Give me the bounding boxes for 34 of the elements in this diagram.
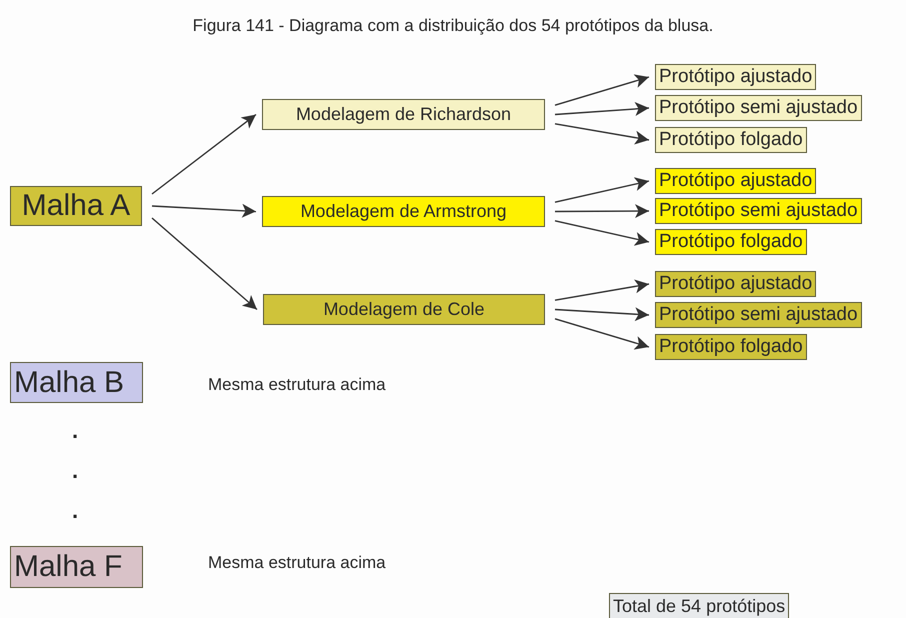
- arrow: [555, 204, 649, 218]
- fabric-box: Malha F: [10, 546, 143, 588]
- ellipsis-dot: .: [72, 458, 78, 484]
- arrow: [554, 220, 650, 246]
- ellipsis-dot: .: [72, 498, 78, 524]
- note-text: Mesma estrutura acima: [208, 375, 386, 395]
- arrow: [554, 123, 650, 145]
- arrow: [152, 217, 258, 310]
- prototype-box: Protótipo ajustado: [655, 168, 816, 194]
- prototype-box: Protótipo semi ajustado: [655, 198, 862, 224]
- pattern-box: Modelagem de Richardson: [262, 99, 545, 130]
- arrow: [554, 279, 650, 301]
- arrow: [554, 307, 650, 322]
- pattern-box: Modelagem de Armstrong: [262, 196, 545, 227]
- arrow: [554, 318, 650, 350]
- prototype-box: Protótipo folgado: [655, 127, 807, 153]
- arrow: [554, 177, 650, 203]
- arrow: [152, 204, 256, 218]
- pattern-box: Modelagem de Cole: [263, 294, 545, 325]
- arrow: [554, 74, 650, 106]
- fabric-box: Malha A: [10, 186, 142, 226]
- prototype-box: Protótipo semi ajustado: [655, 95, 862, 121]
- arrow: [554, 102, 650, 116]
- prototype-box: Protótipo folgado: [655, 334, 807, 360]
- prototype-box: Protótipo folgado: [655, 229, 807, 255]
- prototype-box: Protótipo semi ajustado: [655, 302, 862, 328]
- prototype-box: Protótipo ajustado: [655, 64, 816, 90]
- prototype-box: Protótipo ajustado: [655, 271, 816, 297]
- total-box: Total de 54 protótipos: [609, 593, 790, 618]
- fabric-box: Malha B: [10, 362, 143, 403]
- figure-title: Figura 141 - Diagrama com a distribuição dos 54 protótipos da blusa.: [192, 16, 714, 36]
- note-text: Mesma estrutura acima: [208, 553, 386, 573]
- arrow: [152, 114, 256, 195]
- ellipsis-dot: .: [72, 418, 78, 444]
